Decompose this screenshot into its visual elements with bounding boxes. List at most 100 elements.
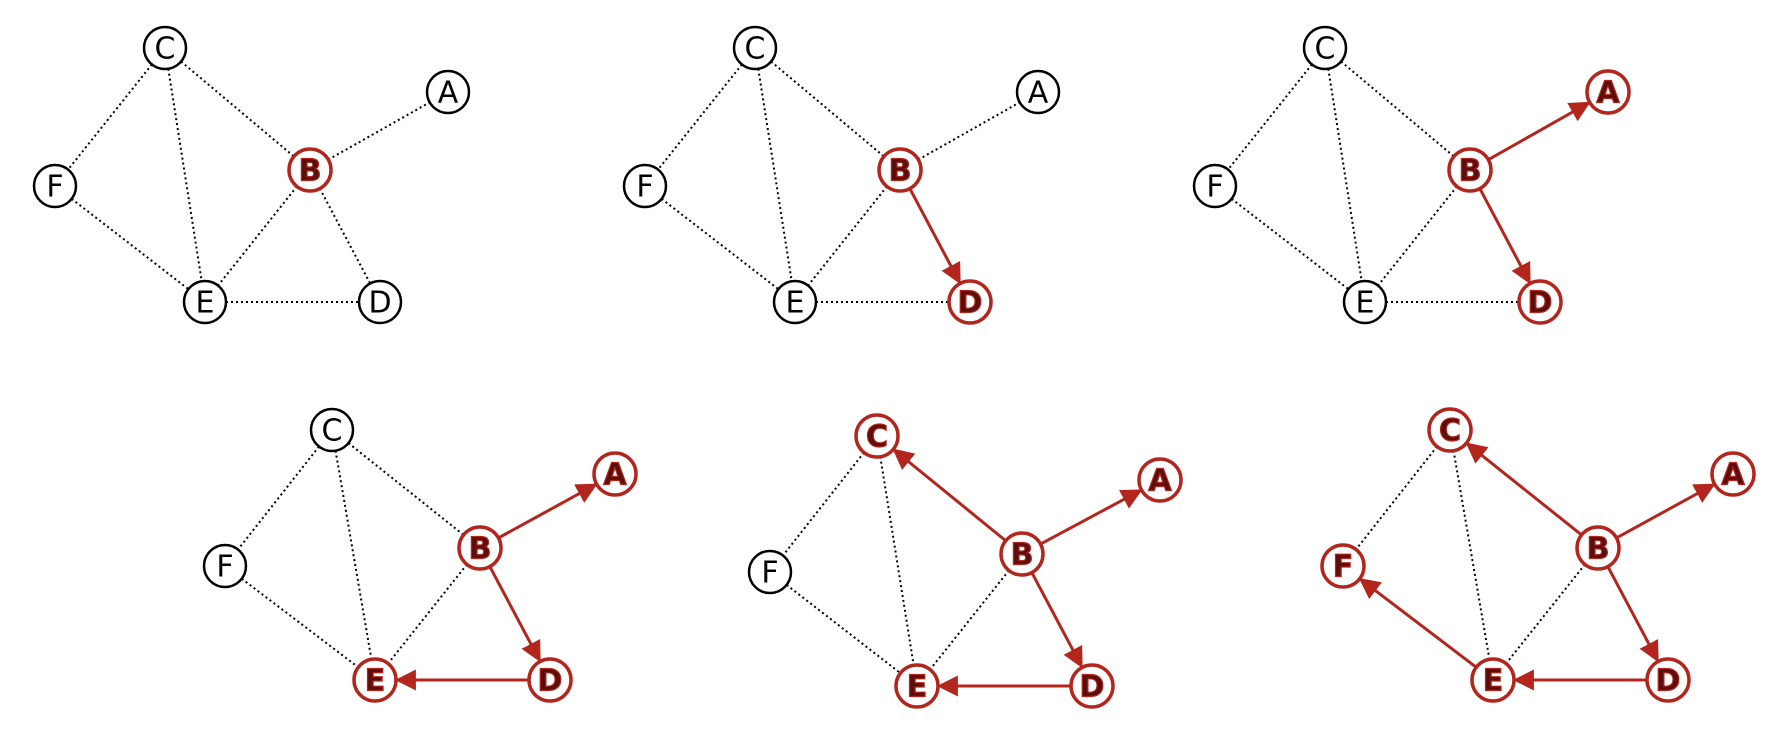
node-circle	[1320, 543, 1366, 589]
node-label: E	[1483, 664, 1504, 699]
node-label: B	[469, 532, 492, 567]
node-D: D	[357, 279, 403, 325]
edge-B-D	[318, 188, 371, 284]
node-label: C	[745, 32, 766, 67]
node-A: A	[1710, 451, 1756, 497]
panel-step-3: C A F B E D	[1192, 25, 1631, 325]
edge-B-E	[929, 569, 1010, 670]
edge-C-F	[782, 451, 865, 556]
node-label: F	[1333, 550, 1354, 585]
edge-B-A	[327, 101, 430, 161]
edge-B-E	[807, 185, 888, 286]
node-label: C	[322, 414, 343, 449]
node-label: A	[1148, 464, 1172, 499]
edge-B-E	[1377, 185, 1458, 286]
node-circle	[1302, 25, 1348, 71]
node-circle	[425, 69, 471, 115]
node-circle	[32, 163, 78, 209]
edge-C-E	[1452, 450, 1491, 659]
node-F: F	[1320, 543, 1366, 589]
node-label: B	[1459, 154, 1482, 189]
node-circle	[357, 279, 403, 325]
node-label: A	[1028, 76, 1049, 111]
panel-step-5: C A F B E D	[747, 413, 1183, 709]
node-circle	[772, 279, 818, 325]
edge-F-E	[71, 198, 189, 290]
tree-edge-B-to-D	[1606, 565, 1660, 663]
node-label: C	[155, 32, 176, 67]
node-B: B	[457, 525, 503, 571]
node-circle	[1447, 147, 1493, 193]
edge-F-E	[1231, 198, 1349, 290]
node-F: F	[32, 163, 78, 209]
edge-B-E	[387, 563, 468, 664]
edge-C-E	[1327, 68, 1363, 281]
edge-C-F	[1227, 63, 1313, 170]
node-E: E	[1342, 279, 1388, 325]
node-A: A	[592, 451, 638, 497]
node-C: C	[1427, 407, 1473, 453]
tree-edge-B-to-D	[1030, 571, 1084, 669]
node-C: C	[309, 407, 355, 453]
node-E: E	[772, 279, 818, 325]
node-label: B	[889, 154, 912, 189]
node-circle	[947, 279, 993, 325]
node-label: B	[299, 154, 322, 189]
edge-F-E	[241, 577, 359, 668]
node-D: D	[1517, 279, 1563, 325]
node-A: A	[1585, 69, 1631, 115]
node-circle	[1192, 163, 1238, 209]
node-circle	[287, 147, 333, 193]
node-C: C	[732, 25, 778, 71]
node-circle	[1342, 279, 1388, 325]
node-C: C	[1302, 25, 1348, 71]
node-B: B	[1447, 147, 1493, 193]
node-label: A	[603, 458, 627, 493]
panel-step-2: C A F B E D	[622, 25, 1061, 325]
node-circle	[894, 663, 940, 709]
node-circle	[1575, 525, 1621, 571]
tree-edge-B-to-A	[1487, 101, 1591, 161]
tree-edge-B-to-A	[1615, 483, 1716, 540]
edge-C-B	[1340, 60, 1454, 157]
edge-C-B	[770, 60, 884, 157]
edge-B-E	[1505, 563, 1586, 664]
node-circle	[1585, 69, 1631, 115]
node-circle	[622, 163, 668, 209]
node-B: B	[999, 531, 1045, 577]
node-D: D	[1069, 663, 1115, 709]
edge-C-F	[237, 445, 320, 550]
edge-C-E	[334, 450, 373, 659]
node-circle	[1069, 663, 1115, 709]
node-label: F	[761, 556, 778, 591]
tree-edge-B-to-C	[1465, 442, 1583, 537]
node-label: E	[907, 670, 928, 705]
node-label: A	[438, 76, 459, 111]
node-circle	[877, 147, 923, 193]
node-F: F	[622, 163, 668, 209]
node-E: E	[894, 663, 940, 709]
node-label: E	[1356, 286, 1375, 321]
tree-edge-B-to-D	[488, 565, 542, 663]
node-A: A	[1137, 457, 1183, 503]
node-label: F	[46, 170, 63, 205]
node-D: D	[947, 279, 993, 325]
node-label: F	[636, 170, 653, 205]
node-D: D	[1645, 657, 1691, 703]
node-label: D	[1080, 670, 1105, 705]
node-label: E	[786, 286, 805, 321]
tree-edge-B-to-C	[892, 448, 1007, 542]
node-A: A	[425, 69, 471, 115]
node-circle	[1710, 451, 1756, 497]
node-F: F	[747, 549, 793, 595]
node-label: C	[866, 420, 888, 455]
edge-C-F	[67, 63, 153, 170]
node-circle	[352, 657, 398, 703]
node-label: F	[1206, 170, 1223, 205]
edge-F-E	[661, 198, 779, 290]
tree-edge-E-to-F	[1358, 578, 1478, 669]
